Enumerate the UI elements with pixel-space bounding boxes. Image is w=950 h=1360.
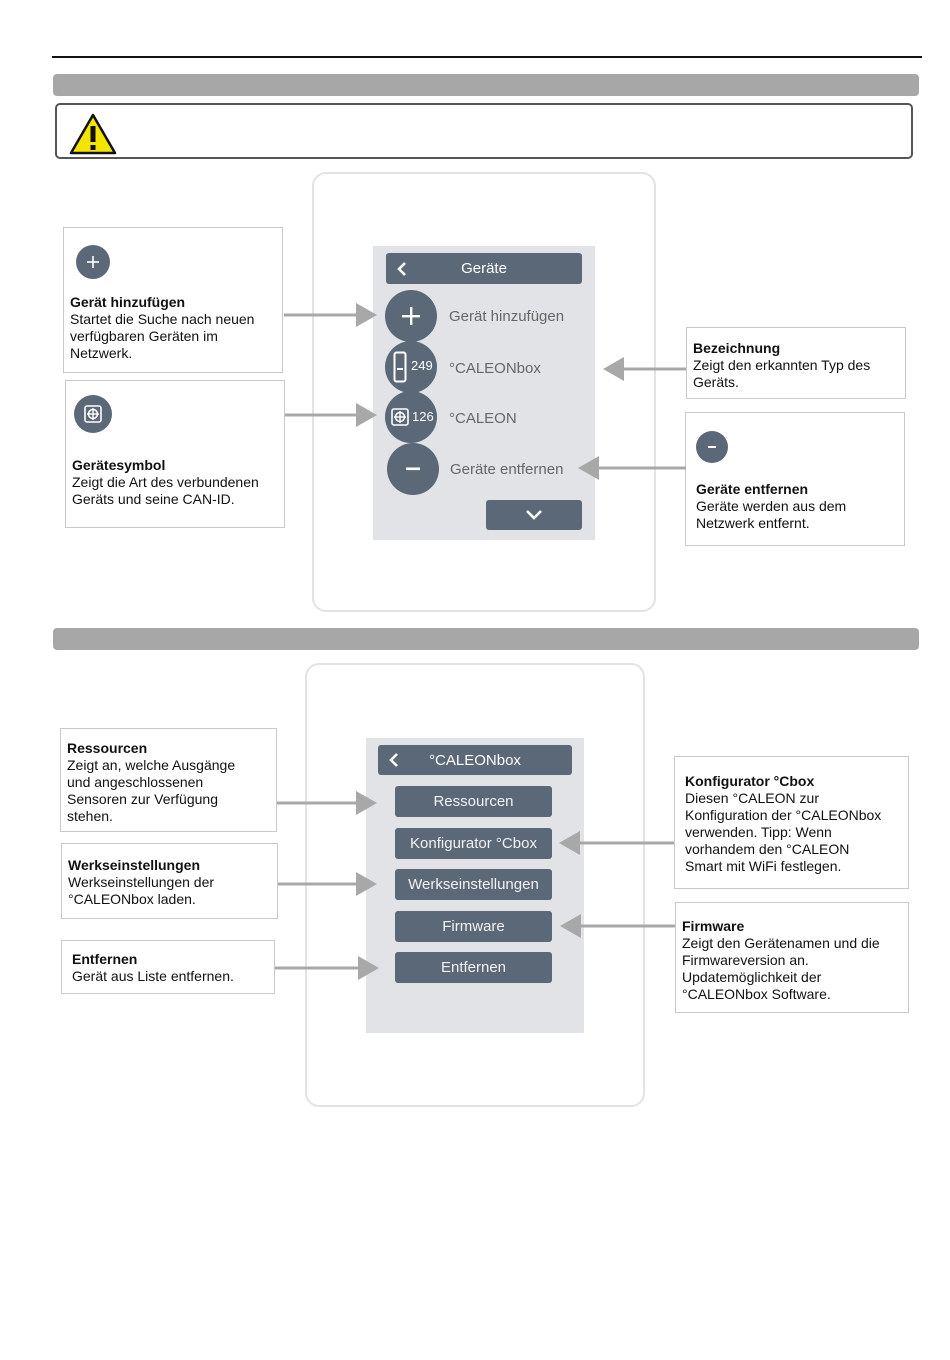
ressourcen-button[interactable]: Ressourcen [395, 786, 552, 817]
section-bar-1 [53, 74, 919, 96]
callout-name: Bezeichnung Zeigt den erkannten Typ des … [686, 327, 906, 399]
screen-header-title-2: °CALEONbox [429, 751, 521, 769]
caleonbox-icon [393, 351, 407, 383]
chevron-down-icon [526, 510, 542, 520]
callout-ressourcen-text: Zeigt an, welche Ausgänge und angeschlos… [67, 757, 236, 824]
callout-werkseinstellungen-text: Werkseinstellungen der °CALEONbox laden. [68, 874, 215, 907]
plus-icon [402, 307, 420, 325]
can-id-126: 126 [412, 409, 434, 424]
minus-icon [696, 431, 728, 463]
back-arrow-icon[interactable] [394, 261, 410, 277]
callout-symbol-text: Zeigt die Art des verbundenen Geräts und… [72, 474, 259, 507]
callout-entfernen-text: Gerät aus Liste entfernen. [72, 968, 234, 984]
remove-devices-button[interactable] [387, 443, 439, 495]
callout-ressourcen-title: Ressourcen [67, 740, 148, 756]
callout-remove-devices: Geräte entfernen Geräte werden aus dem N… [685, 412, 905, 546]
warning-icon [69, 113, 117, 155]
screen-header-title: Geräte [461, 260, 507, 277]
screen-header: Geräte [386, 253, 582, 284]
section-bar-2 [53, 628, 919, 650]
remove-devices-label[interactable]: Geräte entfernen [450, 461, 564, 478]
konfigurator-button[interactable]: Konfigurator °Cbox [395, 828, 552, 859]
add-device-label[interactable]: Gerät hinzufügen [449, 308, 565, 325]
callout-firmware: Firmware Zeigt den Gerätenamen und die F… [675, 902, 909, 1013]
device-symbol-icon [74, 395, 112, 433]
callout-konfigurator: Konfigurator °Cbox Diesen °CALEON zur Ko… [674, 756, 909, 889]
callout-konfigurator-title: Konfigurator °Cbox [685, 773, 815, 789]
caleon-label[interactable]: °CALEON [449, 410, 517, 427]
device-row-caleonbox-icon[interactable]: 249 [385, 341, 437, 393]
screen-header-2: °CALEONbox [378, 745, 572, 775]
callout-werkseinstellungen-title: Werkseinstellungen [68, 857, 201, 873]
callout-entfernen-title: Entfernen [72, 951, 138, 967]
callout-ressourcen: Ressourcen Zeigt an, welche Ausgänge und… [60, 728, 277, 832]
callout-symbol-title: Gerätesymbol [72, 457, 166, 473]
callout-name-text: Zeigt den erkannten Typ des Geräts. [693, 357, 871, 390]
callout-device-symbol: Gerätesymbol Zeigt die Art des verbunden… [65, 380, 285, 528]
plus-icon [76, 245, 110, 279]
callout-add-device: Gerät hinzufügen Startet die Suche nach … [63, 227, 283, 373]
device-symbol-icon [391, 408, 409, 426]
can-id-249: 249 [411, 358, 433, 373]
callout-add-text: Startet die Suche nach neuen verfügbaren… [70, 311, 255, 361]
scroll-down-button[interactable] [486, 500, 582, 530]
top-rule [52, 56, 922, 58]
add-device-button[interactable] [385, 290, 437, 342]
callout-werkseinstellungen: Werkseinstellungen Werkseinstellungen de… [61, 843, 278, 919]
callout-firmware-text: Zeigt den Gerätenamen und die Firmwareve… [682, 935, 880, 1002]
firmware-button[interactable]: Firmware [395, 911, 552, 942]
callout-name-title: Bezeichnung [693, 340, 781, 356]
warning-box [55, 103, 913, 159]
caleonbox-label[interactable]: °CALEONbox [449, 360, 541, 377]
device-row-caleon-icon[interactable]: 126 [385, 391, 437, 443]
minus-icon [406, 467, 420, 471]
werkseinstellungen-button[interactable]: Werkseinstellungen [395, 869, 552, 900]
callout-remove-text: Geräte werden aus dem Netzwerk entfernt. [696, 498, 847, 531]
entfernen-button[interactable]: Entfernen [395, 952, 552, 983]
callout-add-title: Gerät hinzufügen [70, 294, 186, 310]
callout-entfernen: Entfernen Gerät aus Liste entfernen. [61, 940, 275, 994]
callout-firmware-title: Firmware [682, 918, 745, 934]
back-arrow-icon[interactable] [386, 752, 402, 768]
callout-remove-title: Geräte entfernen [696, 481, 809, 497]
callout-konfigurator-text: Diesen °CALEON zur Konfiguration der °CA… [685, 790, 882, 874]
